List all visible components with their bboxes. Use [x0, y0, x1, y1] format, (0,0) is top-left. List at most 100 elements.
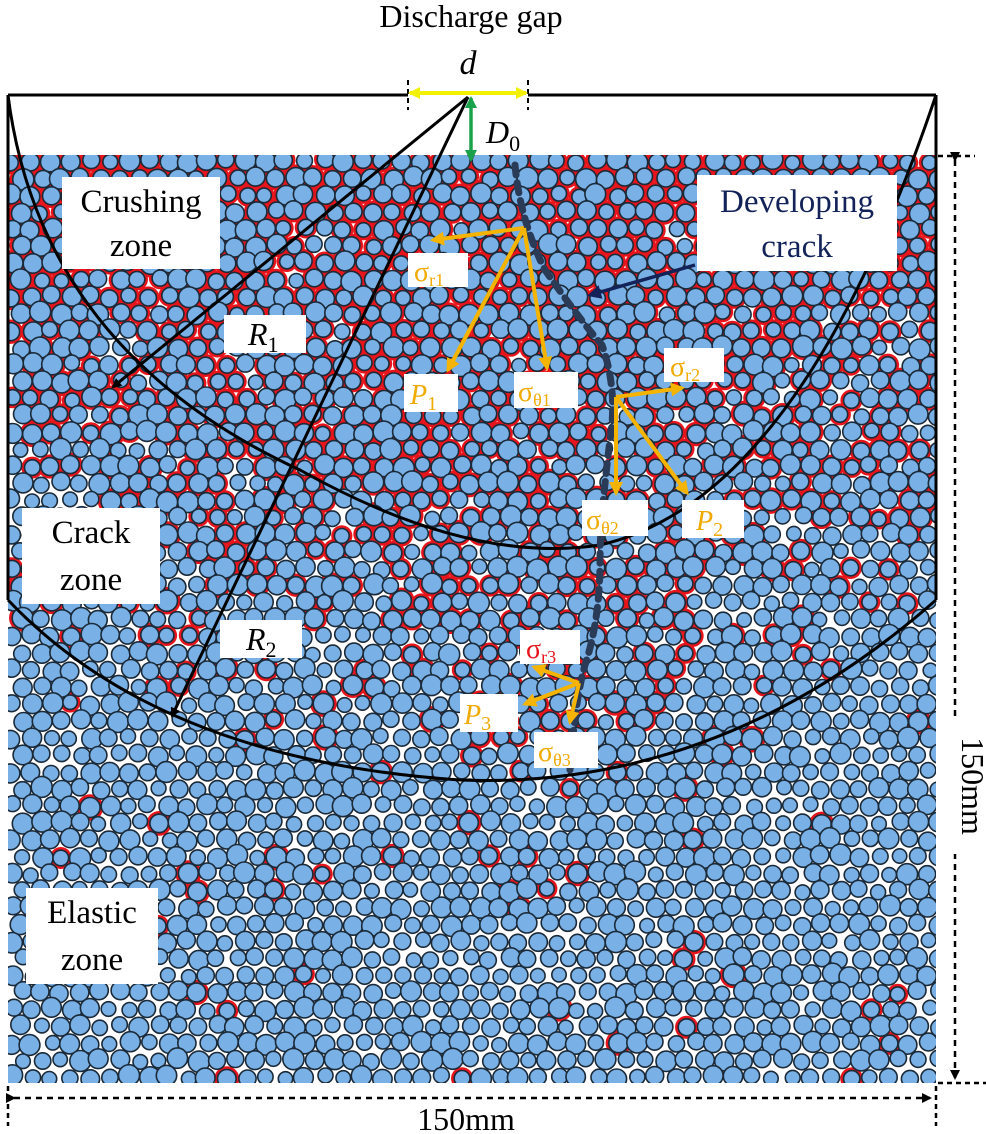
- particle: [218, 357, 236, 374]
- width-dim-label-bg: [398, 1102, 534, 1134]
- particle: [117, 454, 140, 477]
- particle: [197, 900, 215, 918]
- particle: [614, 166, 635, 187]
- particle: [354, 929, 375, 950]
- particle: [536, 1050, 557, 1071]
- particle: [402, 608, 423, 629]
- particle: [312, 998, 334, 1020]
- particle: [527, 830, 549, 852]
- particle: [770, 640, 793, 663]
- particle: [88, 269, 108, 289]
- particle: [304, 268, 324, 288]
- particle: [208, 746, 225, 764]
- sr1-label-bg: [408, 253, 468, 287]
- particle: [194, 1067, 216, 1083]
- particle: [331, 964, 354, 986]
- particle: [775, 779, 793, 796]
- particle: [420, 439, 440, 459]
- particle: [265, 168, 285, 188]
- particle: [645, 794, 665, 814]
- particle: [226, 1049, 245, 1069]
- particle: [118, 627, 137, 645]
- particle: [565, 555, 588, 578]
- particle: [118, 763, 140, 784]
- particle: [424, 746, 441, 763]
- developing-crack-label-line2: crack: [761, 229, 833, 265]
- particle: [784, 1069, 801, 1083]
- particle: [8, 829, 21, 851]
- particle: [863, 728, 880, 745]
- particle: [256, 423, 274, 441]
- particle: [256, 796, 274, 814]
- particle: [802, 796, 819, 813]
- particle: [333, 832, 351, 850]
- particle: [724, 1033, 746, 1055]
- particle: [598, 203, 615, 220]
- particle: [394, 966, 412, 985]
- particle: [283, 200, 304, 221]
- particle: [151, 269, 169, 287]
- particle: [604, 930, 628, 954]
- particle: [917, 627, 936, 648]
- particle: [216, 457, 234, 475]
- particle: [833, 1050, 852, 1070]
- particle: [219, 184, 237, 203]
- particle: [180, 968, 197, 986]
- particle: [334, 900, 352, 918]
- particle: [783, 730, 802, 749]
- p1-arrow: [446, 227, 526, 373]
- particle: [480, 779, 500, 798]
- particle: [646, 659, 668, 681]
- particle: [810, 710, 832, 733]
- particle: [804, 1001, 822, 1018]
- particle: [273, 728, 295, 751]
- elastic-zone-label-line1: Elastic: [47, 895, 137, 931]
- particle: [703, 661, 724, 682]
- particle: [390, 183, 412, 204]
- particle: [237, 1031, 259, 1053]
- particle: [161, 832, 179, 849]
- particle: [540, 711, 560, 731]
- particle: [744, 763, 762, 781]
- particle: [907, 810, 930, 833]
- particle: [810, 573, 832, 596]
- particle: [395, 355, 412, 372]
- particle: [537, 168, 559, 190]
- particle: [578, 982, 597, 1001]
- particle: [802, 763, 819, 781]
- particle: [412, 491, 431, 510]
- particle: [33, 1052, 52, 1071]
- particle: [421, 475, 440, 494]
- particle: [755, 676, 773, 694]
- particle: [110, 1015, 129, 1034]
- particle: [753, 509, 770, 526]
- particle: [226, 915, 247, 936]
- particle: [314, 319, 333, 338]
- crack-label-bg: [22, 508, 160, 604]
- particle: [31, 810, 54, 833]
- particle: [439, 982, 460, 1003]
- particle: [517, 847, 536, 866]
- r2-label-bg: [220, 620, 302, 658]
- particle: [803, 695, 823, 715]
- particle: [419, 847, 441, 868]
- particle: [922, 999, 936, 1016]
- particle: [401, 339, 419, 357]
- particle: [891, 336, 911, 356]
- particle: [119, 797, 137, 815]
- particle: [634, 201, 654, 221]
- particle: [473, 322, 490, 339]
- particle: [281, 1047, 305, 1071]
- particle: [743, 489, 762, 508]
- particle: [370, 827, 392, 849]
- particle: [771, 543, 790, 563]
- particle: [774, 475, 791, 492]
- particle: [198, 862, 217, 882]
- particle: [908, 878, 931, 901]
- particle: [266, 271, 286, 290]
- particle: [341, 879, 362, 900]
- particle: [643, 830, 664, 851]
- particle: [43, 796, 61, 814]
- particle: [169, 1015, 188, 1035]
- particle: [91, 781, 111, 800]
